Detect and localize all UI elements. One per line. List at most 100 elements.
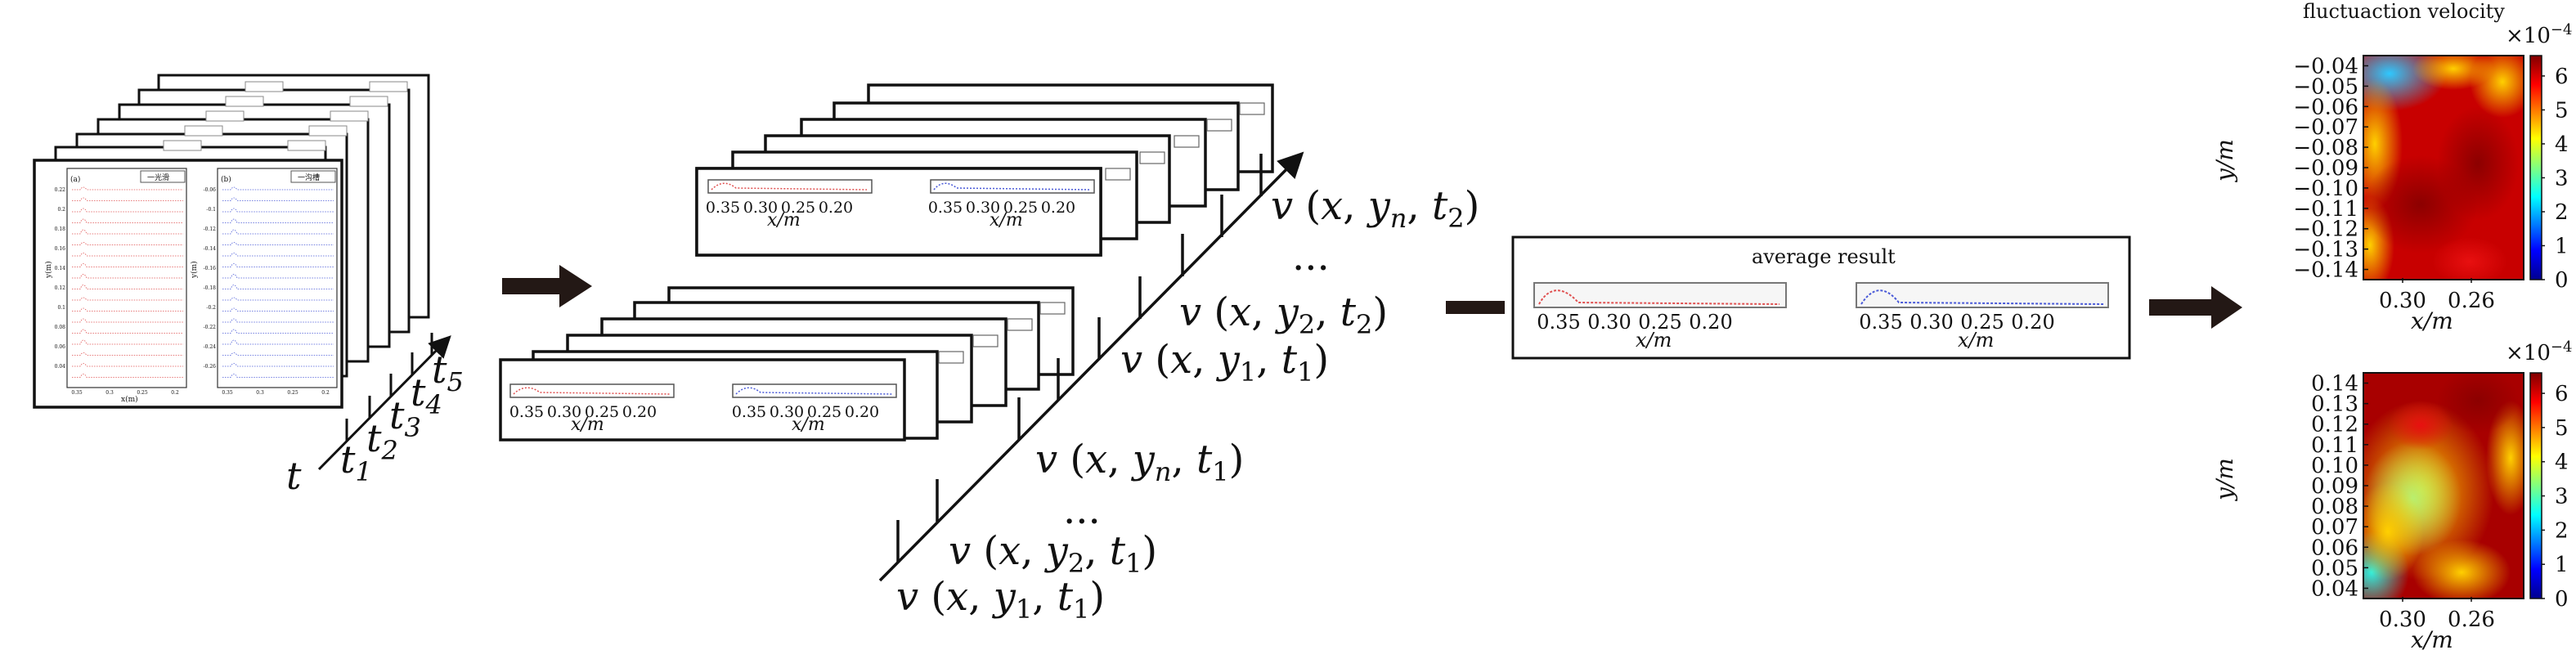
label-v-x-yn-t1: v (x, yn, t1) <box>1035 437 1244 487</box>
profile-row <box>222 263 334 267</box>
doc-ytick-label: 0.2 <box>57 207 65 213</box>
doc-ytick-label: -0.22 <box>204 325 217 330</box>
heatmap-bottom: 0.140.130.120.110.100.090.080.070.060.05… <box>2211 338 2572 653</box>
heatmap-ytick-label: −0.06 <box>2293 95 2358 119</box>
profile-row <box>72 329 183 334</box>
profile-row <box>72 229 183 235</box>
flow-arrow-2 <box>2149 286 2242 329</box>
heatmap-ytick-label: 0.05 <box>2311 556 2358 581</box>
doc-xtick-label: 0.3 <box>256 390 264 396</box>
lower-right-blue-trace <box>735 387 894 395</box>
colorbar-bottom-exponent: ×10−4 <box>2506 338 2572 365</box>
doc-left-yticks: 0.220.20.180.160.140.120.10.080.060.04 <box>55 187 66 370</box>
doc-ytick-label: -0.2 <box>206 305 216 311</box>
profile-row <box>72 208 183 213</box>
doc-card-front: (a) 一光滑 0.220.20.180.160.140.120.10.080.… <box>33 159 343 409</box>
doc-ytick-label: -0.06 <box>204 187 217 193</box>
doc-right-tag: (b) <box>221 175 231 184</box>
doc-ytick-label: -0.16 <box>204 266 217 271</box>
heatmap-ytick-label: −0.12 <box>2293 217 2358 242</box>
profile-row <box>72 197 183 201</box>
doc-ytick-label: -0.12 <box>204 226 217 232</box>
label-v-x-y1-t1-upper: v (x, y1, t1) <box>1120 337 1329 388</box>
doc-xtick-label: 0.25 <box>137 390 148 396</box>
heatmap-top-xlabel: x/m <box>2411 307 2453 334</box>
doc-ytick-label: -0.1 <box>206 207 216 213</box>
doc-ytick-label: -0.18 <box>204 285 217 291</box>
doc-right-ylabel: y(m) <box>190 261 199 279</box>
label-v-x-y1-t1: v (x, y1, t1) <box>896 574 1105 625</box>
strip-tick-label: 0.35 <box>928 199 963 217</box>
doc-ytick-label: 0.16 <box>55 246 66 252</box>
colorbar-tick-label: 1 <box>2555 234 2569 258</box>
profile-row <box>222 186 334 191</box>
lower-right-xlabel: x/m <box>792 415 825 435</box>
doc-left-xlabel: x(m) <box>121 395 138 404</box>
strip-tick-label: 0.30 <box>1910 311 1953 334</box>
heatmap-bottom-xlabel: x/m <box>2411 626 2453 653</box>
strip-tick-label: 0.20 <box>819 199 853 217</box>
profile-row <box>72 339 183 345</box>
average-left-xlabel: x/m <box>1636 329 1672 352</box>
strip-tick-label: 0.20 <box>845 403 879 421</box>
heatmap-ytick-label: −0.13 <box>2293 238 2358 262</box>
space-axis: v (x, yn, t2) ... v (x, y2, t2) v (x, y1… <box>878 151 1479 625</box>
upper-left-xlabel: x/m <box>767 210 801 231</box>
profile-row <box>72 318 183 323</box>
strip-tick-label: 0.25 <box>1638 311 1681 334</box>
back-card-tags <box>163 81 408 151</box>
profile-row <box>222 339 334 345</box>
heatmap-ytick-label: 0.04 <box>2311 576 2358 601</box>
strip-tick-label: 0.25 <box>807 403 841 421</box>
heatmap-ytick-label: 0.12 <box>2311 413 2358 437</box>
heatmap-ytick-label: 0.07 <box>2311 515 2358 540</box>
heatmap-ytick-label: 0.10 <box>2311 454 2358 478</box>
profile-row <box>72 297 183 301</box>
heatmap-xtick-label: 0.30 <box>2379 289 2426 313</box>
strip-tick-label: 0.30 <box>770 403 804 421</box>
heatmap-ytick-label: 0.09 <box>2311 474 2358 499</box>
doc-xtick-label: 0.35 <box>71 390 83 396</box>
profile-row <box>222 318 334 323</box>
profile-row <box>72 374 183 378</box>
profile-row <box>72 242 183 245</box>
heatmap-ytick-label: −0.10 <box>2293 177 2358 201</box>
profile-row <box>222 197 334 201</box>
doc-xtick-label: 0.3 <box>105 390 114 396</box>
profile-row <box>72 263 183 267</box>
heatmap-top: −0.04−0.05−0.06−0.07−0.08−0.09−0.10−0.11… <box>2211 21 2572 334</box>
colorbar-top <box>2529 55 2542 280</box>
colorbar-tick-label: 2 <box>2555 200 2569 225</box>
profile-row <box>72 352 183 356</box>
doc-right-legend: 一沟槽 <box>298 173 320 182</box>
heatmap-ytick-label: 0.06 <box>2311 536 2358 560</box>
ellipsis-lower: ... <box>1063 487 1101 533</box>
lower-left-red-trace <box>513 387 671 395</box>
doc-right-yticks: -0.06-0.1-0.12-0.14-0.16-0.18-0.2-0.22-0… <box>204 187 217 370</box>
profile-row <box>222 285 334 289</box>
doc-ytick-label: 0.08 <box>55 325 66 330</box>
heatmap-ytick-label: −0.04 <box>2293 54 2358 78</box>
profile-row <box>222 208 334 213</box>
doc-right-series <box>222 186 334 378</box>
strip-tick-label: 0.30 <box>743 199 778 217</box>
doc-left-legend: 一光滑 <box>147 173 169 182</box>
strip-tick-label: 0.20 <box>1041 199 1075 217</box>
heatmap-ytick-label: 0.11 <box>2311 433 2358 458</box>
profile-row <box>72 307 183 312</box>
doc-left-panel: (a) 一光滑 0.220.20.180.160.140.120.10.080.… <box>44 168 187 404</box>
profile-row <box>222 307 334 312</box>
doc-ytick-label: 0.1 <box>57 305 65 311</box>
heatmap-ytick-label: −0.09 <box>2293 156 2358 181</box>
doc-xtick-label: 0.25 <box>287 390 298 396</box>
colorbar-tick-label: 6 <box>2555 382 2569 406</box>
doc-ytick-label: 0.12 <box>55 285 66 291</box>
